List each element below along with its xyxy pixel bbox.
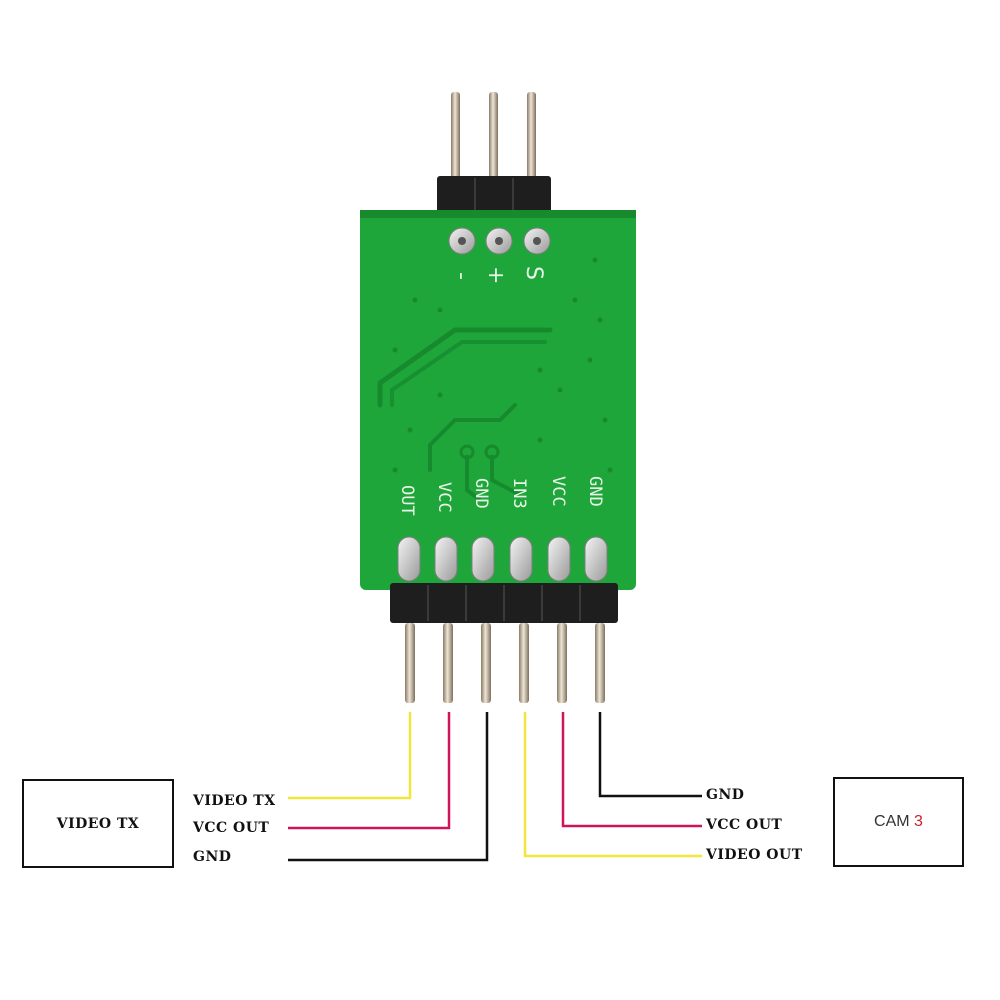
- wire-label-video-out: VIDEO OUT: [706, 847, 803, 863]
- bottom-pin: [405, 623, 415, 703]
- wire-vcc-out-left: [288, 712, 451, 830]
- silk-bottom-label: VCC: [548, 476, 568, 507]
- video-tx-box: VIDEO TX: [22, 779, 174, 868]
- bottom-pins: [405, 623, 605, 703]
- wire-label-gnd-right: GND: [706, 787, 745, 803]
- bottom-pin: [519, 623, 529, 703]
- top-pin: [489, 92, 498, 188]
- wire-gnd-left: [288, 712, 489, 862]
- silk-bottom-label: VCC: [434, 482, 454, 513]
- wire-label-vcc-out-right: VCC OUT: [706, 817, 783, 833]
- silk-bottom-label: GND: [585, 476, 605, 507]
- top-pin: [451, 92, 460, 188]
- bottom-pads: [397, 536, 608, 582]
- wire-video-tx: [288, 712, 412, 800]
- top-pads: [448, 227, 551, 255]
- silk-top-label: -: [449, 272, 474, 280]
- wire-vcc-out-right: [561, 712, 702, 828]
- wire-label-vcc-out-left: VCC OUT: [193, 820, 270, 836]
- bottom-pin: [481, 623, 491, 703]
- pcb-board: [360, 210, 636, 590]
- bottom-pin: [595, 623, 605, 703]
- wire-gnd-right: [598, 712, 702, 798]
- top-pin: [527, 92, 536, 188]
- video-tx-label: VIDEO TX: [56, 815, 140, 832]
- bottom-pin: [557, 623, 567, 703]
- bottom-pin: [443, 623, 453, 703]
- top-header: [437, 92, 551, 216]
- top-header-housing: [437, 176, 551, 216]
- silk-top-label: S: [521, 266, 546, 280]
- wire-video-out: [523, 712, 702, 858]
- camera-label: CAM 3: [874, 813, 923, 830]
- wire-label-gnd-left: GND: [193, 849, 232, 865]
- camera-box: CAM 3: [833, 777, 964, 867]
- silk-bottom-label: GND: [471, 478, 491, 509]
- wiring: [288, 712, 702, 862]
- silk-bottom-label: IN3: [509, 478, 529, 509]
- silk-bottom-label: OUT: [397, 485, 417, 516]
- silk-top-label: +: [483, 266, 508, 284]
- wire-label-video-tx: VIDEO TX: [193, 793, 276, 809]
